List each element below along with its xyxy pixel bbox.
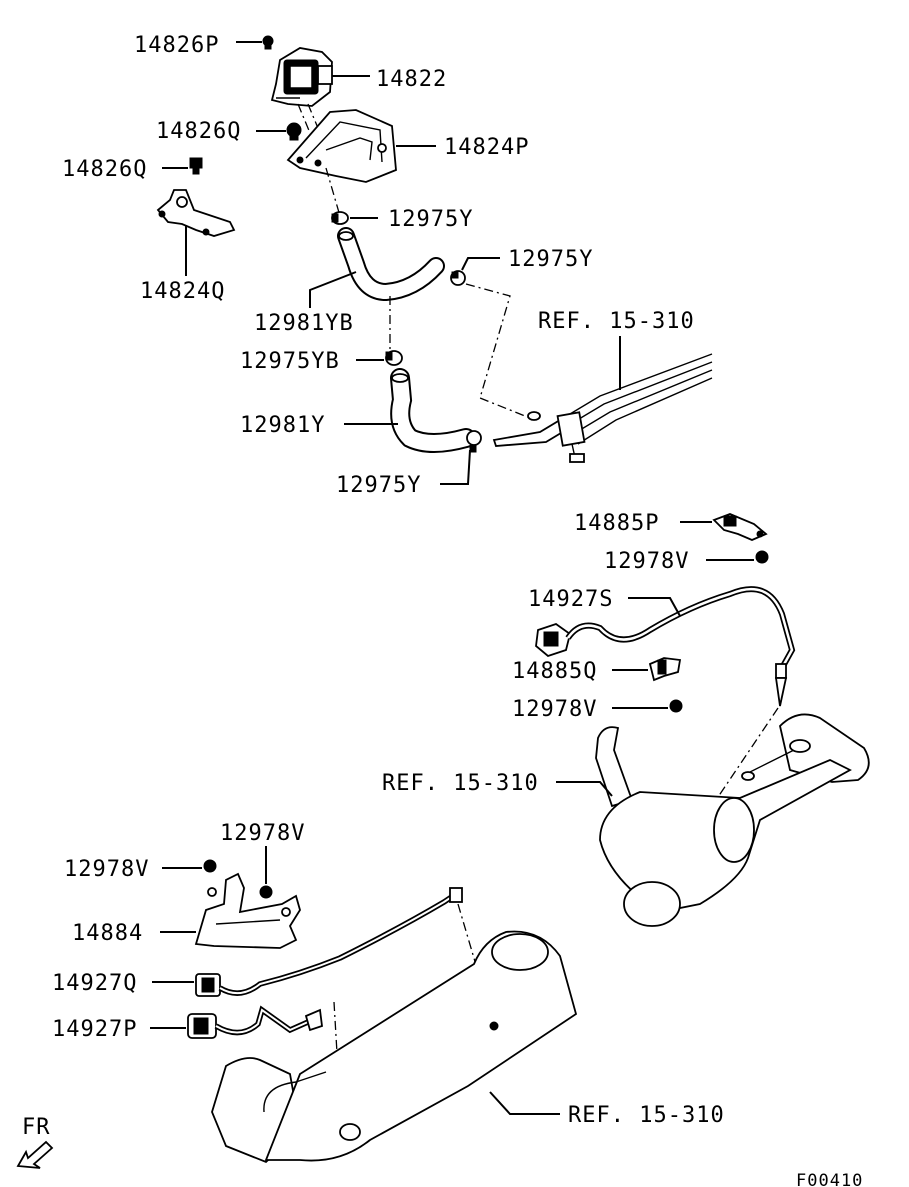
front-arrow-icon: [16, 1140, 54, 1169]
label-14826Q-a: 14826Q: [156, 119, 241, 144]
direction-label: FR: [22, 1115, 51, 1140]
clamp-12975Y-a[interactable]: [331, 211, 349, 225]
label-14826P: 14826P: [134, 33, 219, 58]
bracket-14884[interactable]: [194, 872, 301, 949]
label-14927P: 14927P: [52, 1017, 137, 1042]
clamp-12975Y-c[interactable]: [466, 430, 482, 453]
clip-14885P[interactable]: [712, 513, 768, 541]
label-ref-mid: REF. 15-310: [382, 771, 539, 796]
bolt-12978V-d[interactable]: [203, 859, 217, 873]
bolt-12978V-a[interactable]: [755, 550, 769, 564]
label-12975YB: 12975YB: [240, 349, 340, 374]
label-14927Q: 14927Q: [52, 971, 137, 996]
exhaust-ref-15-310-mid[interactable]: [595, 713, 870, 927]
bracket-14824Q[interactable]: [156, 189, 236, 237]
label-14927S: 14927S: [528, 587, 613, 612]
label-12981YB: 12981YB: [254, 311, 354, 336]
clamp-12975Y-b[interactable]: [450, 270, 466, 286]
label-12975Y-a: 12975Y: [388, 207, 473, 232]
label-12978V-a: 12978V: [604, 549, 689, 574]
bolt-14826Q-a[interactable]: [286, 122, 302, 141]
label-14885P: 14885P: [574, 511, 659, 536]
bolt-14826P[interactable]: [262, 35, 274, 50]
label-ref-top: REF. 15-310: [538, 309, 695, 334]
pipe-ref-15-310-top[interactable]: [492, 353, 713, 463]
label-14885Q: 14885Q: [512, 659, 597, 684]
sensor-14927S[interactable]: [535, 586, 796, 707]
label-ref-bot: REF. 15-310: [568, 1103, 725, 1128]
hose-12981YB[interactable]: [337, 227, 445, 302]
label-14884: 14884: [72, 921, 143, 946]
label-12981Y: 12981Y: [240, 413, 325, 438]
label-12975Y-c: 12975Y: [336, 473, 421, 498]
label-14824Q: 14824Q: [140, 279, 225, 304]
label-14826Q-b: 14826Q: [62, 157, 147, 182]
bolt-12978V-c[interactable]: [259, 885, 273, 899]
exhaust-ref-15-310-bot[interactable]: [211, 930, 578, 1164]
figure-code: F00410: [796, 1171, 863, 1187]
label-14824P: 14824P: [444, 135, 529, 160]
clip-14885Q[interactable]: [648, 657, 682, 682]
solenoid-14822[interactable]: [270, 47, 333, 107]
sensor-14927P[interactable]: [187, 1005, 323, 1039]
bolt-12978V-b[interactable]: [669, 699, 683, 713]
label-12975Y-b: 12975Y: [508, 247, 593, 272]
hose-12981Y[interactable]: [390, 368, 476, 453]
clamp-12975YB[interactable]: [385, 350, 403, 366]
label-12978V-d: 12978V: [64, 857, 149, 882]
label-14822: 14822: [376, 67, 447, 92]
label-12978V-c: 12978V: [220, 821, 305, 846]
bracket-14824P[interactable]: [286, 109, 397, 183]
label-12978V-b: 12978V: [512, 697, 597, 722]
sensor-14927Q[interactable]: [195, 887, 463, 997]
bolt-14826Q-b[interactable]: [189, 157, 203, 175]
